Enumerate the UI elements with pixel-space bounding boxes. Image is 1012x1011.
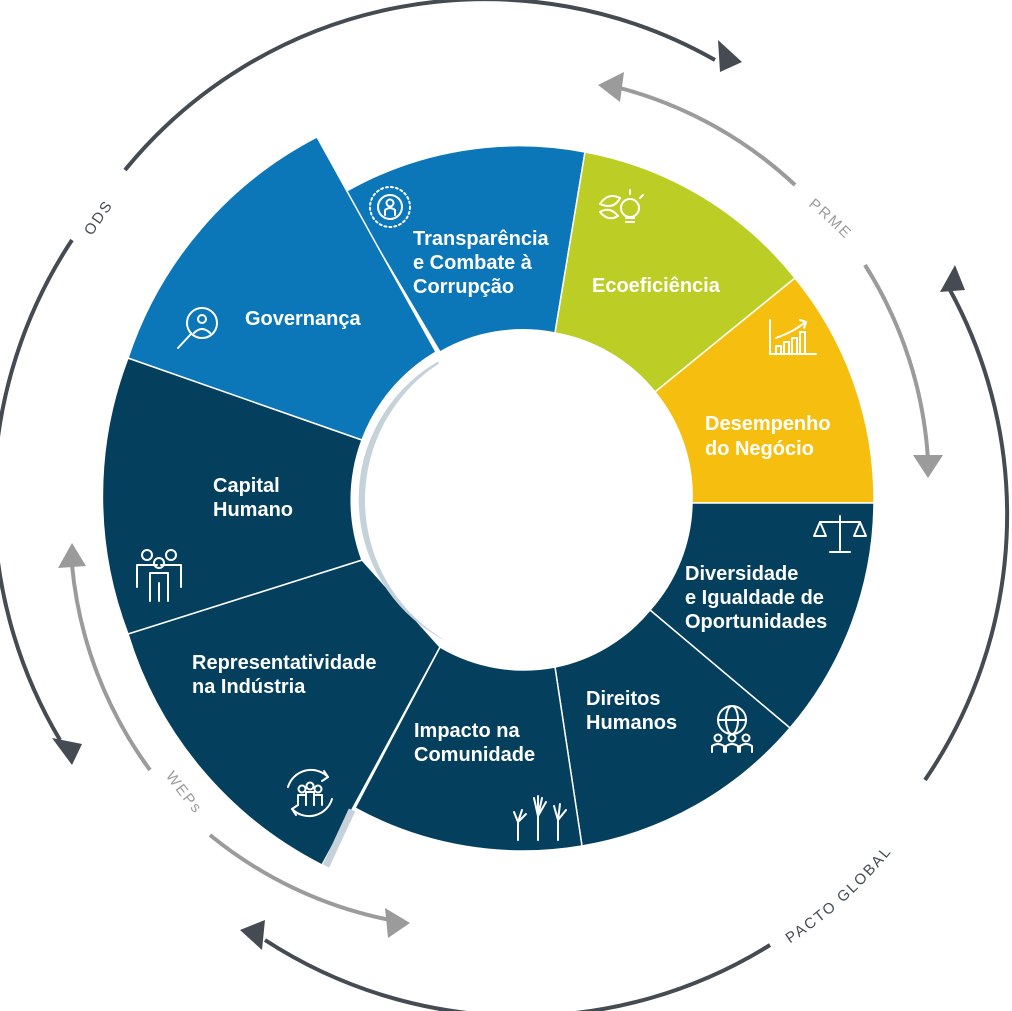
gray-arrows — [58, 72, 943, 938]
ods-arrow-left — [0, 238, 74, 742]
weps-arrowhead-left — [58, 543, 86, 568]
label-impacto: Impacto na Comunidade — [414, 720, 535, 766]
lower-accent-edge — [322, 808, 356, 868]
prme-arrow-right — [863, 263, 930, 461]
weps-label: WEPs — [162, 768, 206, 817]
label-ecoeficiencia: Ecoeficiência — [592, 275, 721, 297]
prme-arrowhead-right — [913, 455, 943, 478]
center-circle — [365, 337, 691, 663]
label-diversidade: Diversidade e Igualdade de Oportunidades — [685, 563, 830, 633]
weps-arrowhead-bottom — [385, 908, 410, 938]
label-desempenho: Desempenho do Negócio — [705, 413, 836, 460]
segment-representatividade — [127, 559, 441, 866]
segments — [101, 135, 875, 866]
label-capital: Capital Humano — [213, 475, 293, 521]
ods-arrow-top — [123, 0, 716, 172]
label-direitos: Direitos Humanos — [586, 688, 677, 734]
growth-chart-icon — [769, 319, 817, 355]
scales-icon — [813, 515, 867, 553]
raised-hands-icon — [513, 795, 567, 841]
prme-arrowhead-top — [598, 72, 624, 102]
segment-governanca — [127, 135, 438, 441]
team-icon — [136, 549, 182, 602]
leaf-bulb-icon — [599, 189, 644, 223]
segment-direitos — [554, 608, 792, 847]
pacto-global-label: PACTO GLOBAL — [783, 843, 896, 947]
prme-arrow-top — [619, 86, 797, 187]
ods-arrowhead-top — [718, 40, 742, 72]
pacto-arrow-bottom — [263, 938, 772, 1011]
weps-arrow-left — [70, 564, 152, 772]
pacto-arrowhead-bottom — [240, 920, 265, 950]
label-transparencia: Transparência e Combate à Corrupção — [413, 228, 554, 298]
label-governanca: Governança — [245, 308, 361, 330]
ods-label: ODS — [81, 197, 117, 239]
segment-diversidade — [648, 502, 875, 730]
globe-people-icon — [711, 705, 753, 753]
weps-arrow-bottom — [208, 833, 391, 922]
magnifier-person-icon — [177, 307, 218, 349]
segment-impacto — [353, 645, 583, 852]
ods-arrowhead-left — [52, 738, 82, 765]
prme-label: PRME — [805, 195, 855, 242]
segment-labels: Governança Transparência e Combate à Cor… — [192, 228, 836, 766]
target-person-icon — [369, 186, 411, 228]
label-representatividade: Representatividade na Indústria — [192, 652, 382, 698]
pacto-arrowhead-right — [940, 265, 965, 292]
pacto-arrow-right — [923, 289, 1010, 782]
people-cycle-icon — [287, 768, 333, 818]
